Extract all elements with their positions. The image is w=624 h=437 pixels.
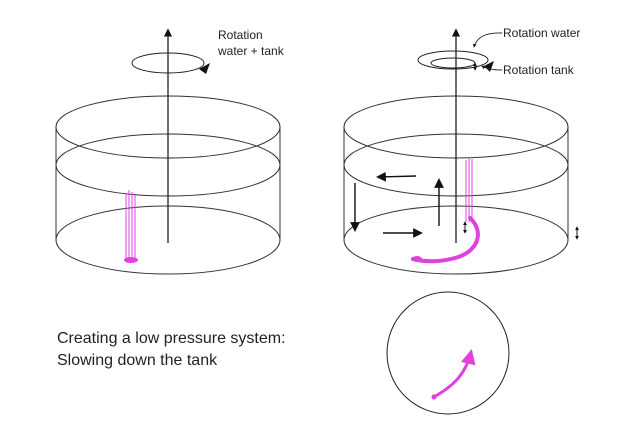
right-dye-swirl	[411, 216, 480, 264]
left-dye-column	[125, 190, 136, 260]
left-dye-blob	[124, 257, 138, 263]
right-rotation-tank-loop	[430, 57, 476, 69]
right-dye-blob	[412, 256, 422, 262]
top-view-circle	[386, 291, 510, 415]
rotation-tank-label: Rotation tank	[503, 63, 575, 77]
right-rotation-water-loop	[417, 50, 489, 70]
upper-leftward-flow-arrow	[376, 171, 417, 182]
top-view-swirl-arrow	[432, 349, 476, 399]
rotation-tank-callout-line	[481, 65, 503, 71]
left-rotation-arrowhead-icon	[199, 63, 210, 74]
left-rotation-loop	[131, 52, 205, 74]
left-rotation-label-line2: water + tank	[217, 44, 285, 58]
caption-line2: Slowing down the tank	[57, 352, 218, 369]
rotation-water-label: Rotation water	[503, 26, 580, 40]
right-rotation-arrowhead-icon	[484, 61, 494, 72]
left-rotation-label-line1: Rotation	[218, 28, 263, 42]
rotation-water-callout-line	[473, 32, 503, 48]
right-dye-column	[465, 157, 473, 222]
caption-line1: Creating a low pressure system:	[57, 330, 286, 347]
top-view-swirl-start	[431, 394, 437, 400]
